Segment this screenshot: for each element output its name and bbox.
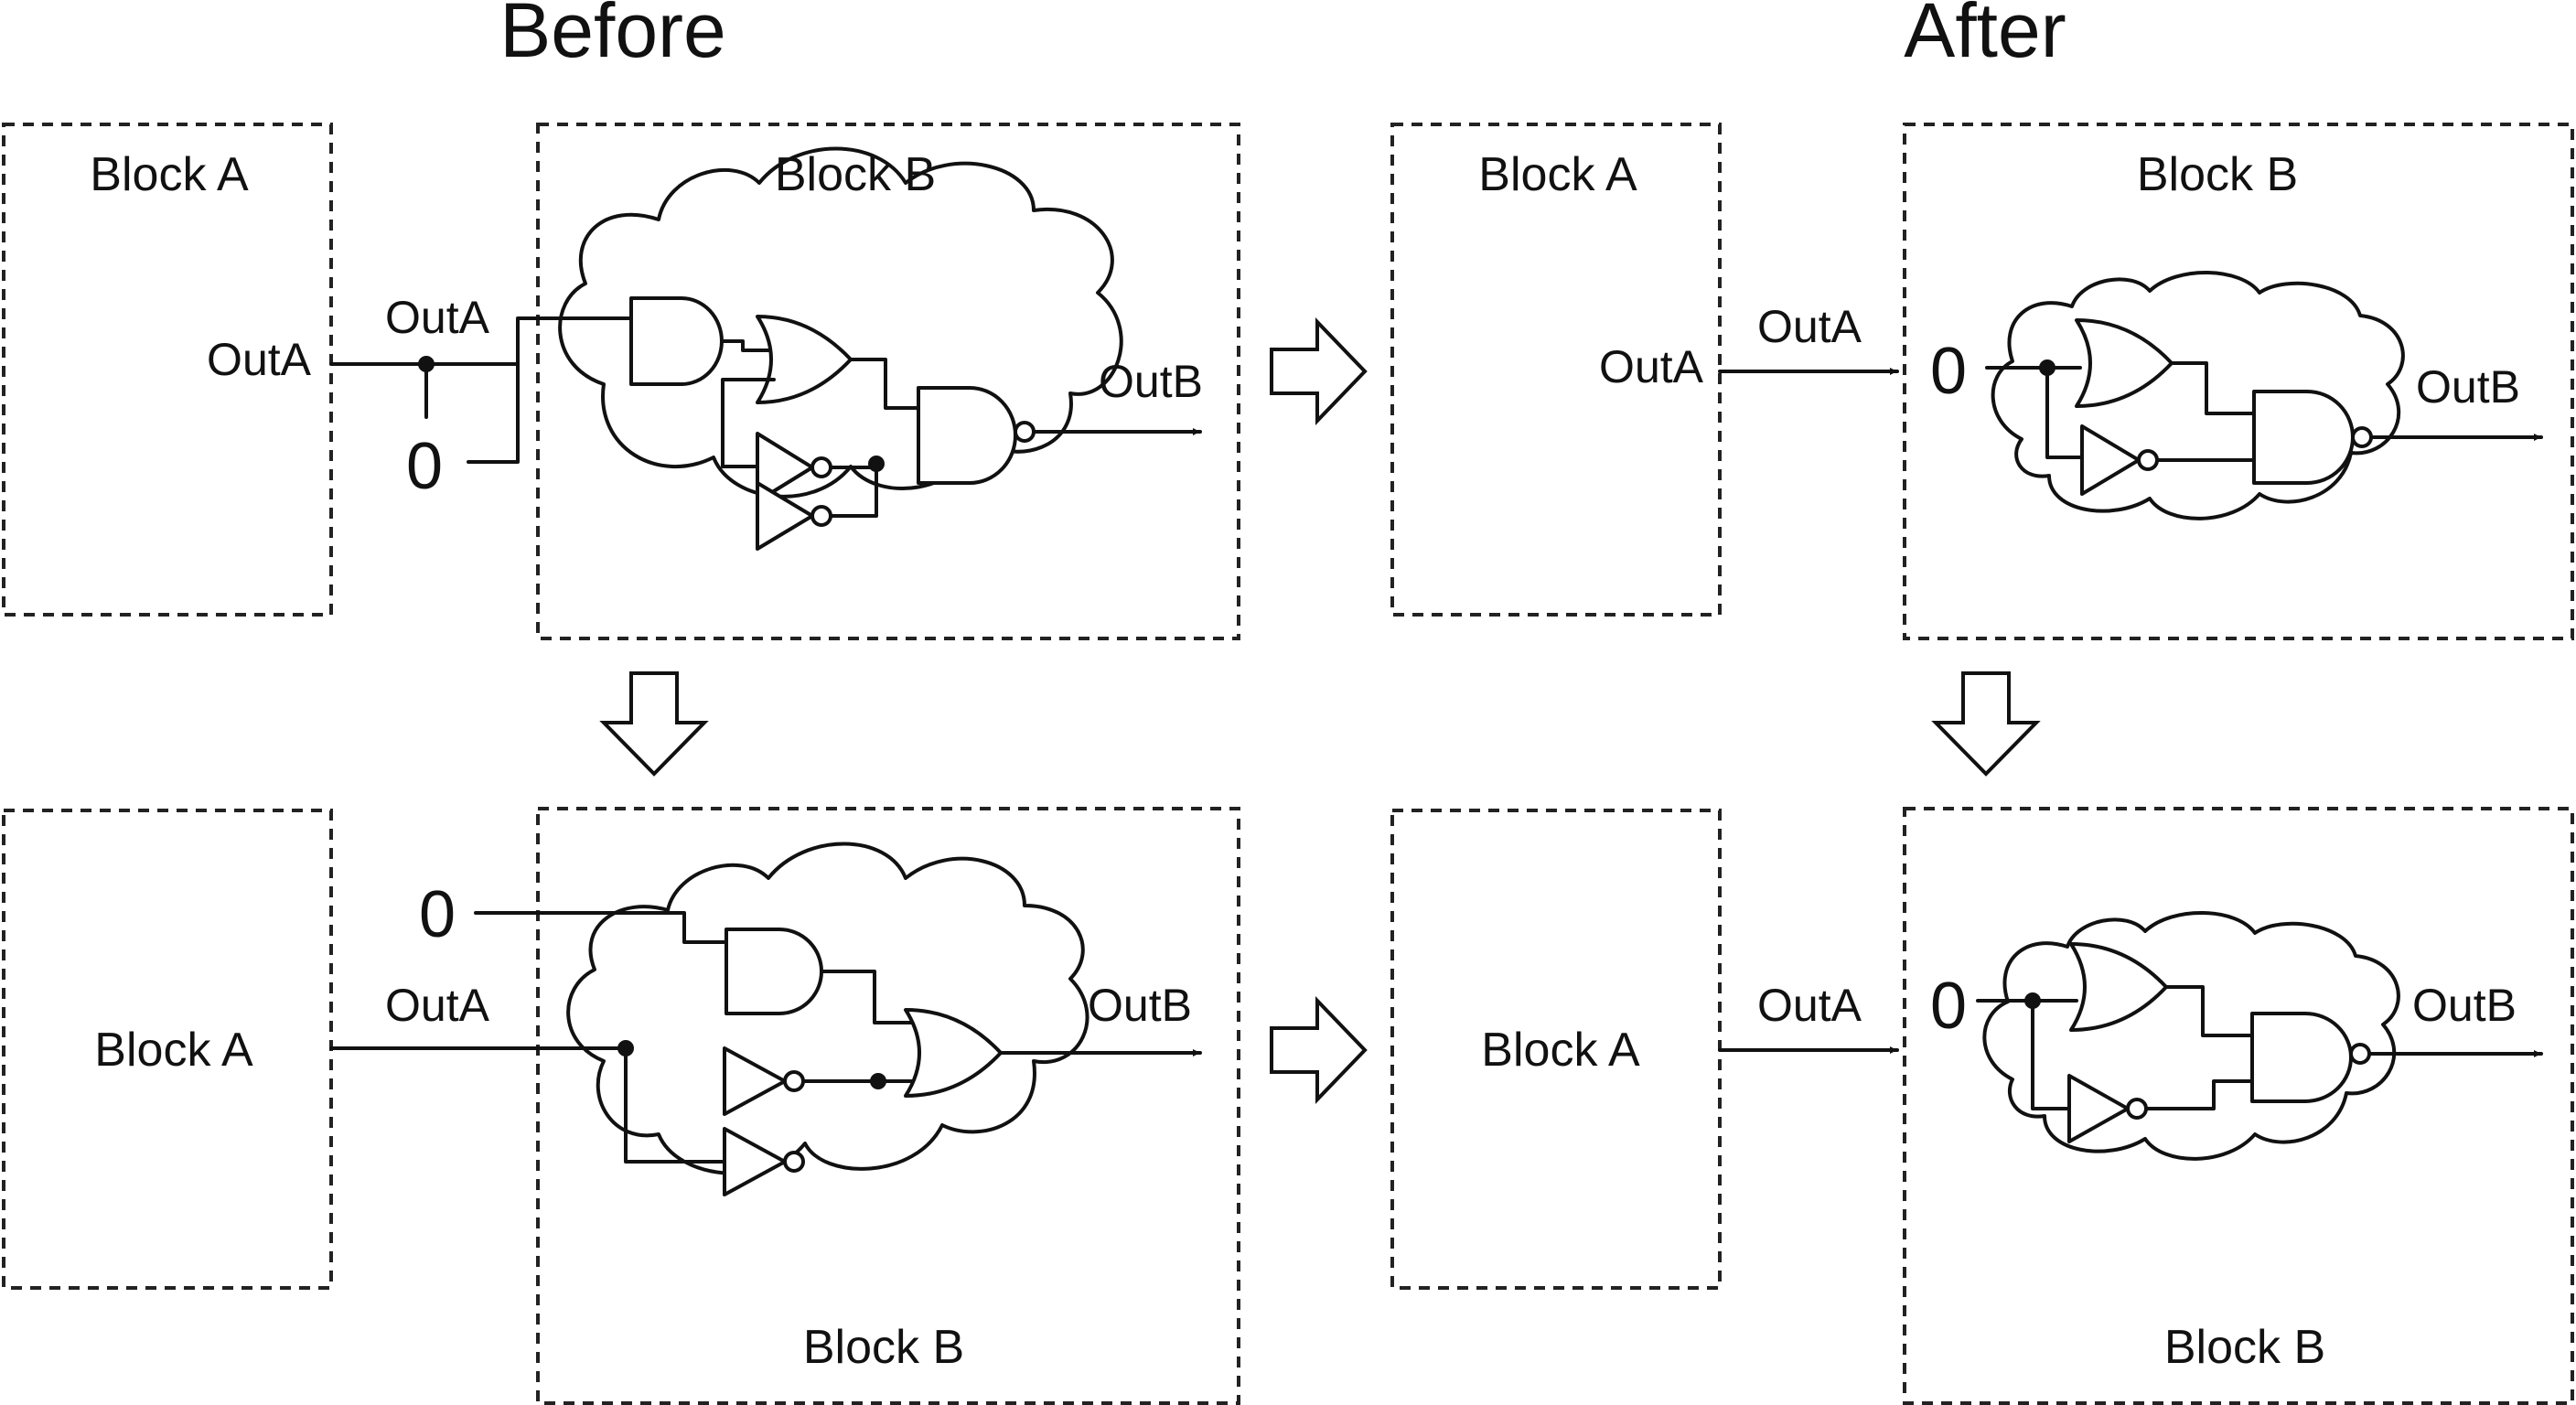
inverter-2-bubble bbox=[783, 1151, 805, 1173]
block-b-label: Block B bbox=[775, 148, 936, 201]
inverter-1-bubble bbox=[810, 456, 832, 478]
wire-zero bbox=[474, 911, 728, 944]
panel-after-bottom: Block A Block B OutA 0 OutB bbox=[1390, 807, 2574, 1405]
or-gate bbox=[2069, 942, 2168, 1032]
block-b-label: Block B bbox=[2164, 1321, 2325, 1374]
wire-or-out bbox=[2164, 985, 2254, 1037]
inverter-bubble bbox=[2126, 1098, 2148, 1120]
outa-label-left: OutA bbox=[1599, 341, 1704, 392]
outa-label-wire: OutA bbox=[385, 980, 490, 1031]
outb-label: OutB bbox=[2412, 980, 2517, 1031]
block-b-box bbox=[536, 807, 1240, 1405]
panel-before-top: Block A Block B OutA OutA 0 OutB bbox=[2, 123, 1240, 640]
block-a-label: Block A bbox=[90, 148, 249, 201]
nand-gate bbox=[917, 386, 1017, 485]
or-gate bbox=[756, 315, 853, 404]
inverter bbox=[2067, 1074, 2130, 1143]
block-b-label: Block B bbox=[2137, 148, 2298, 201]
inverter-2-bubble bbox=[810, 505, 832, 527]
panel-before-bottom: Block A Block B 0 OutA OutB bbox=[2, 807, 1240, 1405]
inverter-1 bbox=[723, 1046, 787, 1116]
junction-dot bbox=[418, 356, 435, 372]
logic-cloud bbox=[558, 146, 1123, 499]
and-gate bbox=[724, 928, 823, 1015]
inverter-2 bbox=[723, 1127, 787, 1196]
inverter-1-bubble bbox=[783, 1070, 805, 1092]
wire-inverter-out bbox=[2144, 1079, 2254, 1110]
nand-bubble bbox=[2351, 426, 2373, 448]
outb-label: OutB bbox=[1099, 356, 1203, 407]
arrow-right-bottom bbox=[1270, 996, 1368, 1104]
outa-label-wire: OutA bbox=[385, 292, 490, 343]
arrow-right-top bbox=[1270, 317, 1368, 425]
wire-zero-branch bbox=[2045, 366, 2084, 459]
logic-cloud bbox=[1991, 271, 2405, 520]
and-gate bbox=[629, 296, 724, 386]
nand-gate bbox=[2250, 1012, 2353, 1103]
block-b-box bbox=[1903, 123, 2574, 640]
heading-after: After bbox=[1904, 0, 2066, 73]
wire-and-out bbox=[720, 339, 776, 352]
arrow-down-right bbox=[1931, 671, 2041, 777]
wire-branch-inverters bbox=[721, 378, 776, 468]
const-zero: 0 bbox=[406, 430, 443, 503]
inverter bbox=[2080, 424, 2141, 496]
const-zero: 0 bbox=[419, 878, 456, 951]
block-a-box bbox=[1390, 123, 1722, 617]
arrow-down-left bbox=[599, 671, 709, 777]
nand-bubble bbox=[2349, 1043, 2371, 1065]
const-zero: 0 bbox=[1930, 970, 1967, 1043]
outa-label-left: OutA bbox=[207, 334, 312, 385]
or-gate bbox=[2075, 318, 2174, 408]
inverter-bubble bbox=[2137, 449, 2159, 471]
wire-or-out bbox=[2170, 361, 2256, 415]
block-b-box bbox=[536, 123, 1240, 640]
block-b-box bbox=[1903, 807, 2574, 1405]
wire-and-out bbox=[820, 970, 913, 1024]
block-a-label: Block A bbox=[94, 1024, 253, 1077]
wire-or-out bbox=[849, 358, 920, 410]
outb-label: OutB bbox=[2416, 361, 2520, 413]
heading-before: Before bbox=[499, 0, 726, 73]
panel-after-top: Block A Block B OutA OutA 0 OutB bbox=[1390, 123, 2574, 640]
junction-dot-2 bbox=[870, 1073, 886, 1089]
junction-dot-2 bbox=[868, 456, 885, 472]
or-gate bbox=[904, 1008, 1003, 1098]
wire-zero-branch bbox=[2031, 999, 2071, 1110]
inverter-1 bbox=[756, 432, 814, 503]
outa-label-wire: OutA bbox=[1757, 980, 1862, 1031]
block-a-label: Block A bbox=[1478, 148, 1637, 201]
inverter-2 bbox=[756, 481, 814, 551]
outb-label: OutB bbox=[1088, 980, 1192, 1031]
nand-bubble bbox=[1014, 421, 1036, 443]
block-a-label: Block A bbox=[1481, 1024, 1640, 1077]
block-a-box bbox=[2, 123, 333, 617]
outa-label-wire: OutA bbox=[1757, 301, 1862, 352]
nand-gate bbox=[2252, 390, 2355, 485]
const-zero: 0 bbox=[1930, 335, 1967, 408]
logic-cloud bbox=[566, 842, 1089, 1175]
logic-cloud bbox=[1982, 911, 2400, 1161]
wire-zero bbox=[467, 362, 520, 464]
block-b-label: Block B bbox=[803, 1321, 964, 1374]
wire-outa-branch bbox=[624, 1046, 726, 1164]
wire-inverter-out bbox=[829, 466, 878, 518]
